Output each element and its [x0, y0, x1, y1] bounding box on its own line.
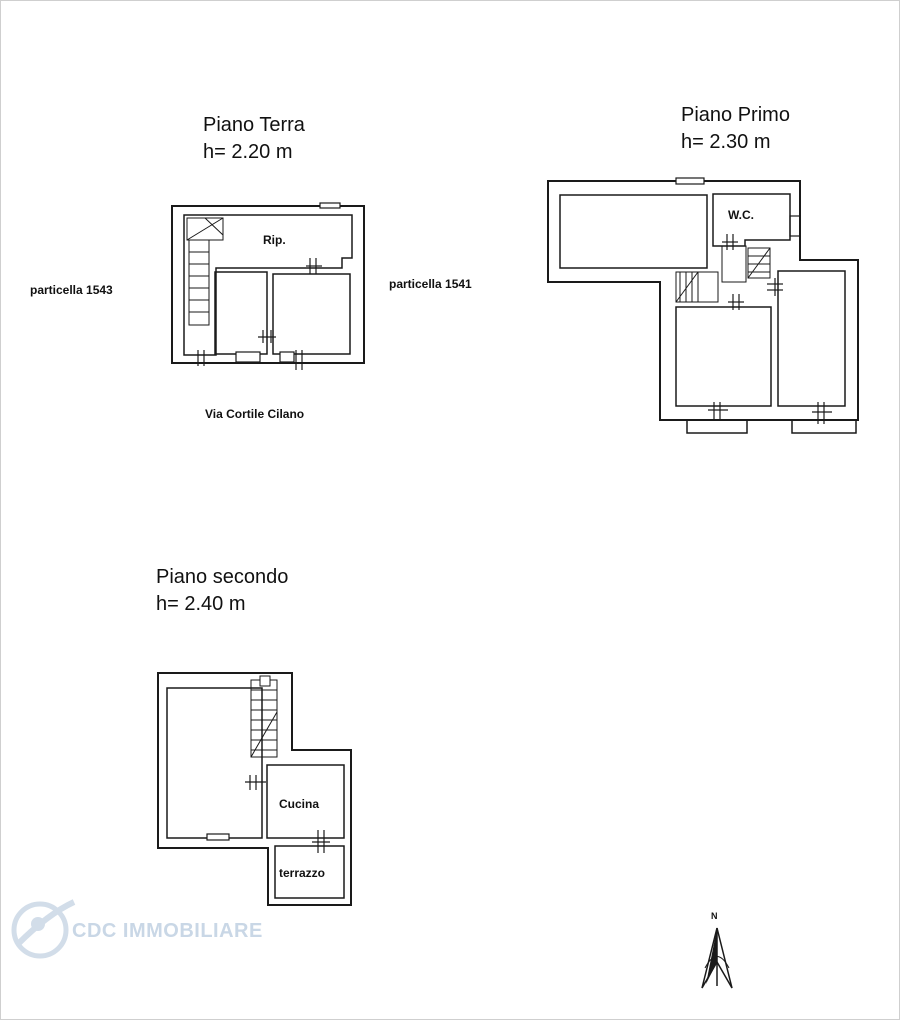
ground-outer-wall	[171, 205, 365, 364]
first-door-marks	[675, 177, 832, 424]
first-stairs	[675, 245, 771, 303]
ground-stairs	[186, 217, 224, 326]
first-wc-window	[789, 215, 801, 237]
first-floor-title: Piano Primo	[681, 104, 790, 126]
second-room-terrazzo	[274, 845, 345, 899]
ground-room-label-rip: Rip.	[263, 233, 286, 247]
ground-floor-title: Piano Terra	[203, 114, 305, 136]
second-floor-height: h= 2.40 m	[156, 593, 246, 615]
second-room-label-cucina: Cucina	[279, 797, 320, 811]
first-balcony-left	[686, 419, 748, 434]
particella-right-label: particella 1541	[389, 277, 472, 291]
second-stairs	[250, 675, 278, 758]
first-room-bottom-right	[777, 270, 846, 407]
ground-floor-height: h= 2.20 m	[203, 141, 293, 163]
second-outer-wall	[157, 672, 352, 906]
first-outer-wall	[547, 180, 859, 421]
second-room-cucina	[266, 764, 345, 839]
second-floor-title: Piano secondo	[156, 566, 289, 588]
street-label: Via Cortile Cilano	[205, 407, 305, 421]
ground-door-marks	[197, 202, 341, 370]
north-letter: N	[711, 911, 718, 921]
first-room-wc	[712, 193, 791, 247]
ground-inner-wall	[183, 214, 353, 356]
first-room-long	[559, 194, 708, 269]
ground-room-right	[272, 273, 351, 355]
first-room-bottom-left	[675, 306, 772, 407]
second-room-label-terrazzo: terrazzo	[279, 866, 326, 880]
first-room-label-wc: W.C.	[728, 208, 754, 222]
second-door-marks	[206, 775, 330, 853]
watermark-text: CDC IMMOBILIARE	[72, 920, 263, 942]
particella-left-label: particella 1543	[30, 283, 113, 297]
first-floor-height: h= 2.30 m	[681, 131, 771, 153]
watermark-logo-icon	[11, 899, 76, 959]
